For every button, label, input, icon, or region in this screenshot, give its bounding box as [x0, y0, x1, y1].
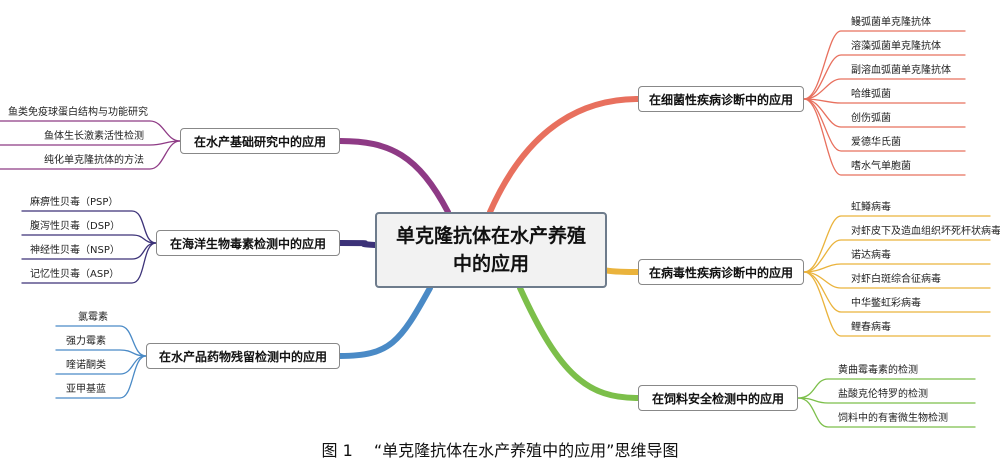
leaf-connector-drug: [55, 325, 147, 357]
branch-connector-drug: [337, 285, 433, 359]
leaf-marine: 腹泻性贝毒（DSP）: [30, 221, 121, 232]
leaf-connector-viral: [803, 239, 991, 273]
leaf-connector-drug: [55, 355, 147, 399]
leaf-connector-feed: [797, 378, 976, 399]
leaf-feed: 黄曲霉毒素的检测: [838, 365, 918, 376]
central-topic-line1: 单克隆抗体在水产养殖: [395, 225, 586, 247]
leaf-connector-viral: [803, 271, 991, 337]
leaf-connector-basic: [0, 140, 181, 170]
leaf-drug: 氯霉素: [78, 312, 108, 323]
leaf-marine: 记忆性贝毒（ASP）: [30, 269, 120, 280]
branch-label: 在饲料安全检测中的应用: [651, 391, 784, 406]
leaf-connector-basic: [0, 120, 181, 142]
leaf-marine: 神经性贝毒（NSP）: [30, 245, 120, 256]
leaf-connector-viral: [803, 271, 991, 313]
leaf-basic: 纯化单克隆抗体的方法: [44, 155, 144, 166]
branch-bacterial: 在细菌性疾病诊断中的应用: [638, 86, 804, 112]
branch-label: 在病毒性疾病诊断中的应用: [648, 265, 793, 280]
leaf-bacterial: 创伤弧菌: [851, 113, 891, 124]
leaf-drug: 亚甲基蓝: [66, 384, 106, 395]
leaf-connector-marine: [21, 242, 157, 284]
leaf-connector-drug: [55, 349, 147, 357]
branch-basic: 在水产基础研究中的应用: [180, 128, 340, 154]
leaf-basic: 鱼体生长激素活性检测: [44, 131, 144, 142]
leaf-connector-bacterial: [803, 78, 966, 100]
leaf-feed: 盐酸克伦特罗的检测: [838, 389, 928, 400]
branch-connector-feed: [517, 285, 641, 401]
branch-label: 在水产品药物残留检测中的应用: [158, 349, 327, 364]
central-topic: 单克隆抗体在水产养殖 中的应用: [375, 212, 607, 288]
figure-caption: 图 1 “单克隆抗体在水产养殖中的应用”思维导图: [321, 441, 679, 460]
leaf-viral: 虹鳟病毒: [851, 202, 891, 213]
leaf-connector-viral: [803, 215, 991, 273]
leaf-bacterial: 鳗弧菌单克隆抗体: [851, 17, 931, 28]
leaf-connector-feed: [797, 397, 976, 428]
branch-connector-bacterial: [487, 96, 641, 215]
leaf-viral: 诺达病毒: [851, 250, 891, 261]
leaf-viral: 中华鳖虹彩病毒: [851, 298, 921, 309]
leaf-connector-bacterial: [803, 30, 966, 100]
leaf-viral: 对虾皮下及造血组织坏死杆状病毒: [851, 226, 1000, 237]
leaf-bacterial: 爱德华氏菌: [851, 137, 901, 148]
leaf-connector-bacterial: [803, 54, 966, 100]
leaf-viral: 对虾白斑综合征病毒: [851, 274, 941, 285]
leaf-connector-viral: [803, 263, 991, 273]
branch-label: 在细菌性疾病诊断中的应用: [648, 92, 793, 107]
leaf-connector-bacterial: [803, 98, 966, 176]
leaf-viral: 鲤春病毒: [851, 322, 891, 333]
central-topic-line2: 中的应用: [452, 253, 529, 275]
leaf-bacterial: 副溶血弧菌单克隆抗体: [851, 65, 951, 76]
leaf-marine: 麻痹性贝毒（PSP）: [30, 197, 119, 208]
leaf-connector-marine: [21, 210, 157, 244]
leaf-bacterial: 溶藻弧菌单克隆抗体: [851, 41, 941, 52]
leaf-drug: 喹诺酮类: [66, 360, 106, 371]
branch-label: 在海洋生物毒素检测中的应用: [169, 236, 326, 251]
leaf-drug: 强力霉素: [66, 336, 106, 347]
branch-marine: 在海洋生物毒素检测中的应用: [156, 230, 340, 256]
leaf-bacterial: 嗜水气单胞菌: [851, 161, 911, 172]
leaf-basic: 鱼类免疫球蛋白结构与功能研究: [8, 107, 148, 118]
branch-drug: 在水产品药物残留检测中的应用: [146, 343, 340, 369]
leaf-connector-marine: [21, 234, 157, 244]
leaf-connector-bacterial: [803, 98, 966, 104]
leaf-bacterial: 哈维弧菌: [851, 89, 891, 100]
branch-feed: 在饲料安全检测中的应用: [638, 385, 798, 411]
branch-connector-marine: [337, 240, 378, 248]
branch-viral: 在病毒性疾病诊断中的应用: [638, 259, 804, 285]
branch-connector-basic: [337, 138, 451, 215]
branch-label: 在水产基础研究中的应用: [193, 134, 326, 149]
leaf-feed: 饲料中的有害微生物检测: [838, 413, 948, 424]
